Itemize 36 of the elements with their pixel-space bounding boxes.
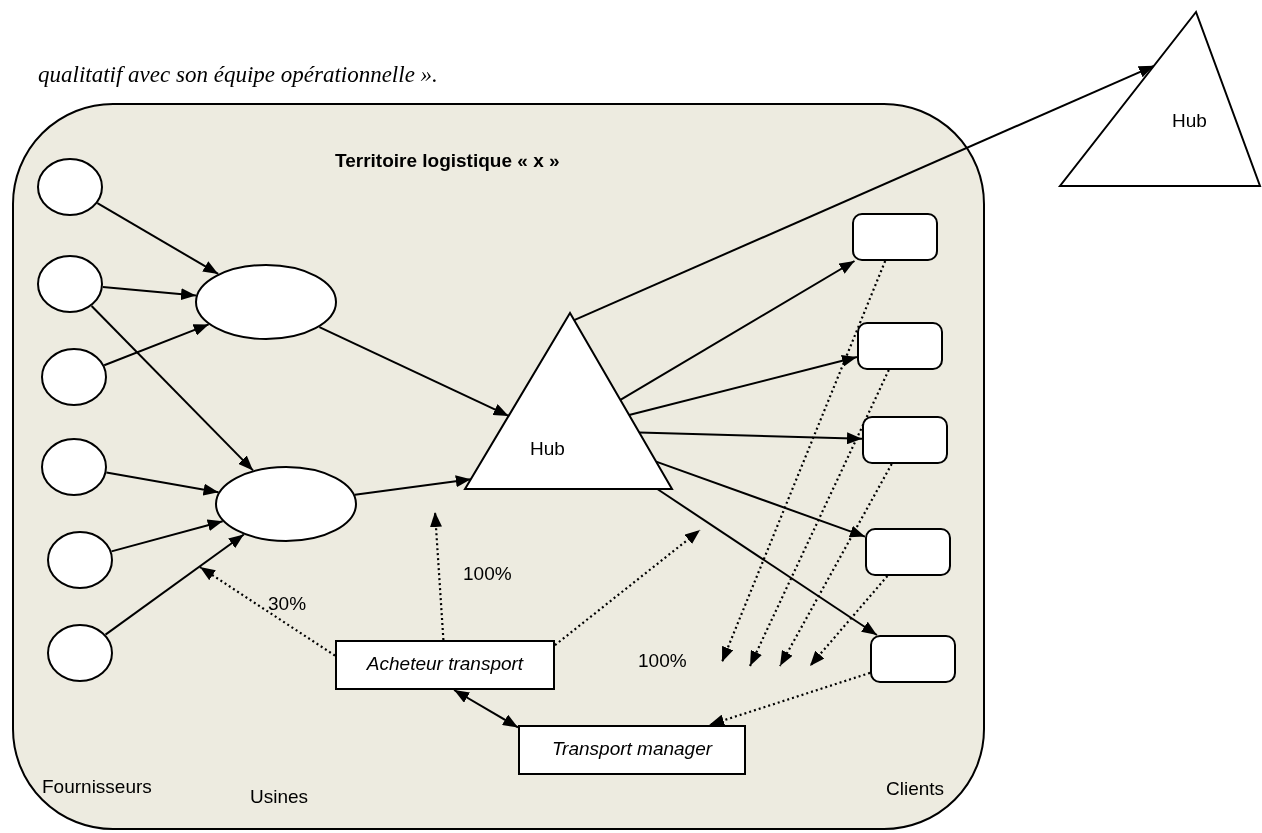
- arrow: [453, 689, 519, 729]
- arrow: [655, 460, 866, 538]
- arrow: [353, 475, 472, 496]
- arrow: [638, 431, 863, 445]
- column-label: Clients: [886, 778, 945, 800]
- dotted-arrow: [430, 511, 445, 641]
- column-label: Usines: [250, 786, 309, 808]
- arrow: [104, 533, 245, 636]
- percentage-label: 30%: [268, 593, 307, 615]
- arrow: [573, 64, 1155, 322]
- percentage-label: 100%: [463, 563, 512, 585]
- dotted-arrow: [554, 529, 701, 646]
- dotted-arrow: [721, 260, 887, 663]
- arrow: [628, 354, 858, 416]
- actor-label: Acheteur transport: [365, 653, 525, 675]
- dotted-arrow: [809, 575, 889, 667]
- hub-label: Hub: [1172, 110, 1207, 132]
- arrow: [101, 286, 197, 301]
- hub-label: Hub: [530, 438, 565, 460]
- intro-text: qualitatif avec son équipe opérationnelle ».: [38, 62, 438, 88]
- dotted-arrow: [199, 566, 336, 657]
- arrow: [105, 471, 220, 496]
- percentage-label: 100%: [638, 650, 687, 672]
- arrow: [656, 488, 878, 636]
- area-title: Territoire logistique « x »: [335, 150, 560, 172]
- dotted-arrow: [779, 463, 893, 667]
- column-label: Fournisseurs: [42, 776, 152, 798]
- arrow: [619, 260, 856, 401]
- arrow: [110, 519, 224, 553]
- dotted-arrow: [708, 671, 871, 727]
- dotted-arrow: [749, 369, 890, 667]
- arrow: [103, 323, 210, 367]
- arrow: [96, 202, 220, 275]
- actor-label: Transport manager: [550, 738, 714, 760]
- arrow: [318, 326, 510, 417]
- arrow: [90, 305, 254, 472]
